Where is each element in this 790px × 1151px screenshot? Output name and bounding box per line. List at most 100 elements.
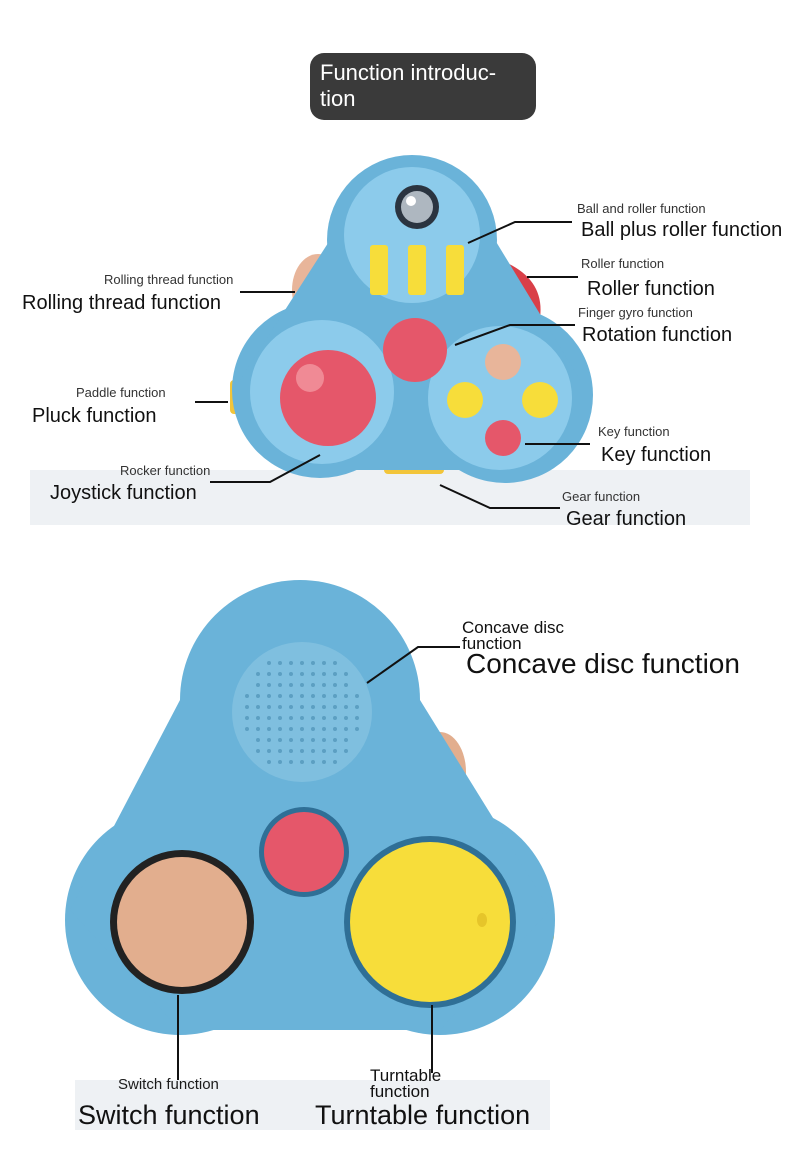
dimple (256, 749, 260, 753)
dimple (267, 727, 271, 731)
dimple (278, 727, 282, 731)
label-ball-big: Ball plus roller function (581, 219, 783, 241)
dimple (311, 738, 315, 742)
label-key-small: Key function (598, 424, 670, 439)
label-gyro-small: Finger gyro function (578, 305, 693, 320)
dimple (267, 672, 271, 676)
concave-disc (232, 642, 372, 782)
switch-disc (117, 857, 247, 987)
dimple (322, 738, 326, 742)
dimple (267, 661, 271, 665)
label-joystick-big: Joystick function (50, 482, 197, 504)
label-turntable-big: Turntable function (315, 1100, 531, 1130)
dimple (333, 683, 337, 687)
dimple (300, 705, 304, 709)
leader-rotation (454, 324, 575, 346)
floor-top (30, 470, 750, 525)
dimple (267, 749, 271, 753)
dimple (289, 738, 293, 742)
dimple (256, 738, 260, 742)
dimple (355, 705, 359, 709)
dimple (311, 694, 315, 698)
dimple (256, 672, 260, 676)
leader-concave (366, 646, 460, 684)
dimple (333, 661, 337, 665)
leader-joystick (210, 454, 321, 483)
dimple (278, 749, 282, 753)
label-ball-small: Ball and roller function (577, 201, 706, 216)
dimple (289, 749, 293, 753)
dimple (300, 694, 304, 698)
dimple (245, 727, 249, 731)
dimple (300, 738, 304, 742)
dimple (267, 760, 271, 764)
dimple (311, 661, 315, 665)
dimple (333, 716, 337, 720)
yellow-roller-3 (446, 245, 464, 295)
key-left (447, 382, 483, 418)
dimple (267, 716, 271, 720)
key-bottom (485, 420, 521, 456)
dimple (289, 760, 293, 764)
yellow-roller-1 (370, 245, 388, 295)
dimple (322, 716, 326, 720)
dimple (267, 694, 271, 698)
dimple (344, 716, 348, 720)
label-thread-big: Rolling thread function (22, 292, 222, 314)
dimple (245, 705, 249, 709)
dimple (267, 683, 271, 687)
dimple (311, 760, 315, 764)
page-title: Function introduc- tion (320, 60, 497, 111)
dimple (289, 694, 293, 698)
dimple (355, 716, 359, 720)
dimple (322, 661, 326, 665)
dimple (322, 760, 326, 764)
dimple (344, 727, 348, 731)
dimple (333, 705, 337, 709)
dimple (245, 716, 249, 720)
dimple (311, 727, 315, 731)
dimple (278, 672, 282, 676)
dimple (267, 705, 271, 709)
dimple (289, 661, 293, 665)
center-button (264, 812, 344, 892)
dimple (300, 683, 304, 687)
dimple (300, 760, 304, 764)
dimple (278, 661, 282, 665)
dimple (344, 738, 348, 742)
dimple (344, 672, 348, 676)
leader-gear (439, 484, 560, 509)
dimple (333, 738, 337, 742)
title-badge: Function introduc- tion (310, 53, 536, 120)
dimple (344, 694, 348, 698)
dimple (278, 716, 282, 720)
label-paddle-small: Paddle function (76, 385, 166, 400)
key-recess (428, 326, 572, 470)
label-thread-small: Rolling thread function (104, 272, 234, 287)
dimple (311, 672, 315, 676)
dimple (289, 716, 293, 720)
dimple (278, 683, 282, 687)
finger-gyro (383, 318, 447, 382)
floor-bottom (75, 1080, 550, 1130)
dimple (322, 705, 326, 709)
label-concave-small: Concave disc function (462, 618, 565, 653)
dimple (300, 727, 304, 731)
dimple (311, 683, 315, 687)
dimple (278, 694, 282, 698)
dimple (322, 749, 326, 753)
dimple (322, 683, 326, 687)
dimple (300, 661, 304, 665)
dimple (355, 694, 359, 698)
dimple (322, 672, 326, 676)
label-gear-big: Gear function (566, 508, 687, 530)
dimple (311, 749, 315, 753)
turntable-disc (350, 842, 510, 1002)
dimple (256, 683, 260, 687)
dimple (278, 705, 282, 709)
leader-ball (467, 221, 572, 244)
label-pluck-big: Pluck function (32, 405, 157, 427)
label-roller-big: Roller function (587, 278, 715, 300)
